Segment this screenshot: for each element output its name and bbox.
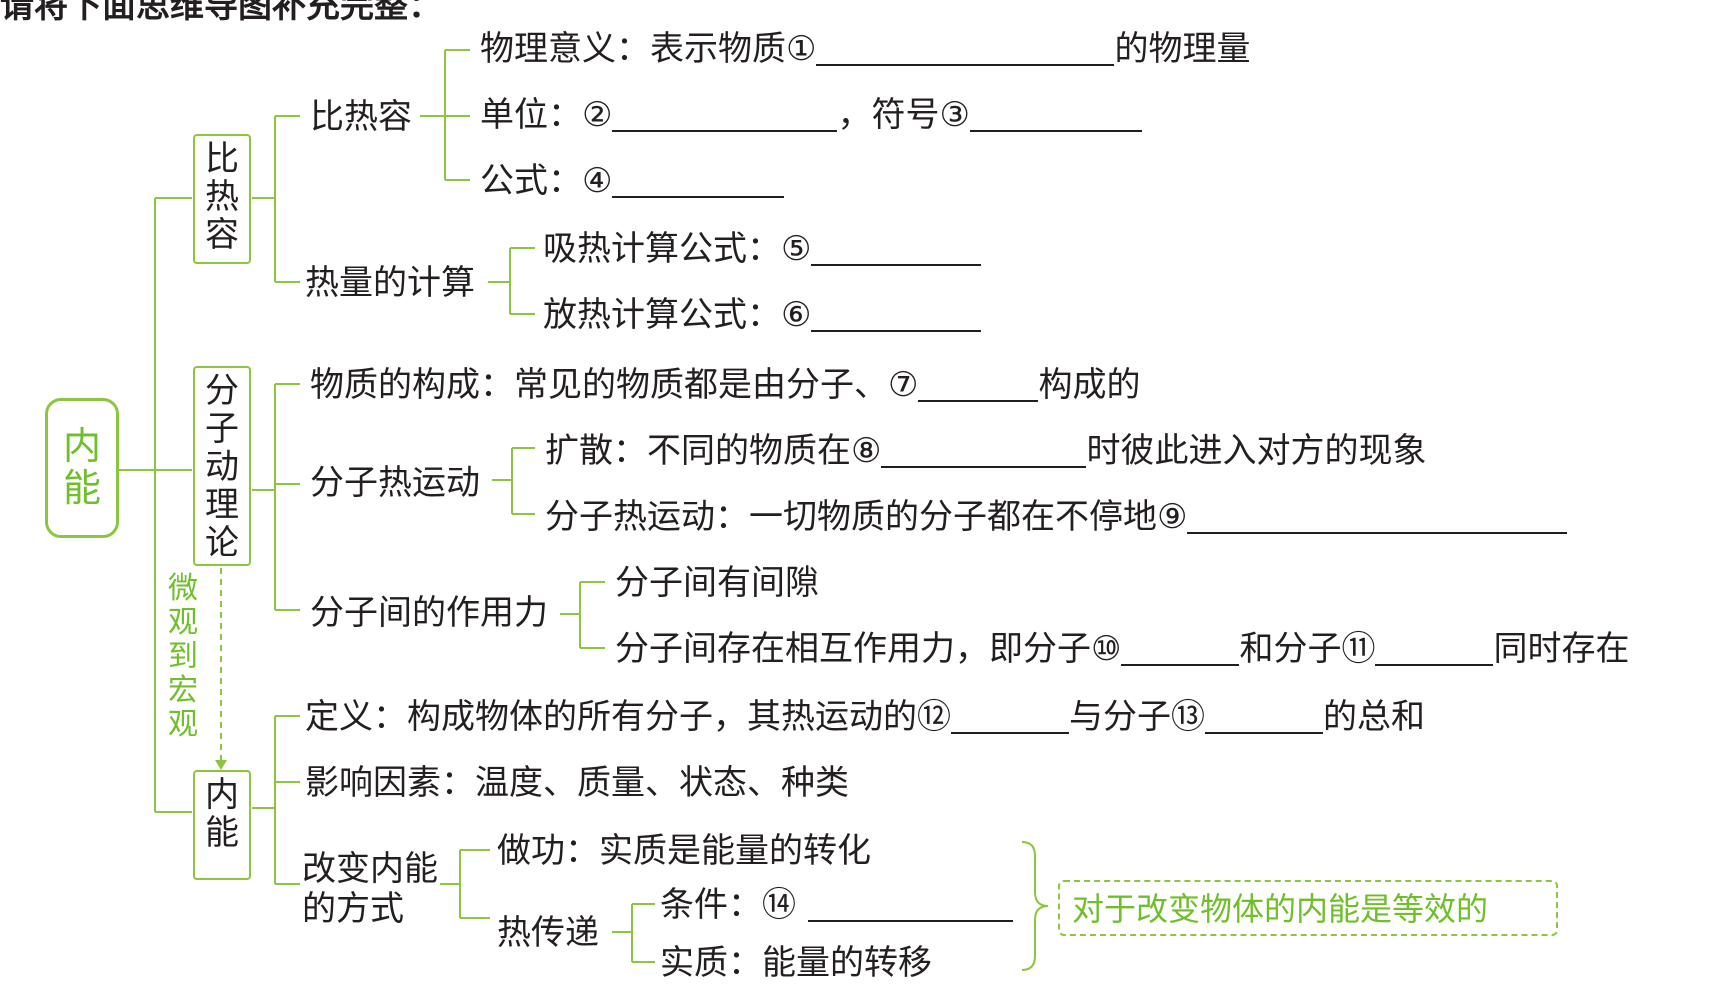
heat-transfer-leaf-bracket (612, 903, 655, 963)
change-leaf-bracket (440, 849, 490, 919)
vertical-char: 比 (205, 139, 239, 179)
motion-leaf-bracket (492, 447, 535, 515)
blank-12[interactable] (951, 702, 1069, 734)
section-label-internal-energy: 内能 (195, 776, 249, 852)
blank-8[interactable] (881, 436, 1087, 468)
leaf-influencing-factors: 影响因素：温度、质量、状态、种类 (305, 763, 849, 803)
vertical-char: 观 (168, 707, 198, 742)
root-label: 内能 (48, 425, 116, 509)
vertical-char: 子 (205, 409, 239, 449)
note-bracket (1021, 841, 1049, 971)
root-node: 内能 (45, 398, 119, 538)
node-heat-transfer: 热传递 (497, 913, 599, 953)
heat-calc-leaf-bracket (488, 247, 535, 315)
root-char: 内 (62, 424, 101, 468)
vertical-char: 到 (168, 639, 198, 674)
blank-9[interactable] (1187, 502, 1568, 534)
leaf-formula: 公式：④ (480, 164, 785, 198)
blank-2[interactable] (612, 100, 838, 132)
leaf-doing-work: 做功：实质是能量的转化 (497, 831, 871, 871)
vertical-char: 宏 (168, 673, 198, 708)
blank-4[interactable] (612, 166, 785, 198)
blank-1[interactable] (816, 34, 1115, 66)
section-label-molecular-theory: 分子动理论 (195, 372, 249, 562)
root-char: 能 (62, 466, 101, 510)
vertical-char: 观 (168, 605, 198, 640)
node-change-methods-line1: 改变内能 (302, 849, 438, 889)
blank-14[interactable] (808, 890, 1013, 922)
vertical-char: 动 (205, 447, 239, 487)
node-intermolecular-force: 分子间的作用力 (310, 593, 548, 633)
header-text: 请将下面思维导图补充完整： (0, 0, 442, 26)
section-box-specific-heat: 比热容 (193, 134, 251, 264)
leaf-molecular-gap: 分子间有间隙 (615, 563, 819, 603)
micro-to-macro-label: 微观到宏观 (163, 572, 203, 742)
specific-heat-bracket (274, 115, 300, 283)
vertical-char: 分 (205, 371, 239, 411)
node-thermal-motion: 分子热运动 (310, 463, 480, 503)
molecular-bracket (274, 383, 300, 611)
vertical-char: 微 (168, 571, 198, 606)
blank-10[interactable] (1121, 634, 1240, 666)
internal-bracket (274, 715, 300, 885)
leaf-absorb-formula: 吸热计算公式：⑤ (543, 232, 982, 266)
leaf-unit-symbol: 单位：②，符号③ (480, 98, 1142, 132)
vertical-char: 热 (205, 177, 239, 217)
micro-macro-arrowhead (215, 760, 227, 770)
leaf-condition: 条件：⑭ (660, 888, 1013, 922)
leaf-release-formula: 放热计算公式：⑥ (543, 298, 982, 332)
specific-heat-leaf-bracket (420, 49, 470, 181)
blank-5[interactable] (811, 234, 982, 266)
blank-6[interactable] (811, 300, 982, 332)
node-specific-heat: 比热容 (310, 97, 412, 137)
node-heat-calculation: 热量的计算 (305, 263, 475, 303)
blank-7[interactable] (918, 370, 1039, 402)
vertical-char: 容 (205, 215, 239, 255)
node-change-methods-line2: 的方式 (302, 889, 404, 929)
section-label-specific-heat: 比热容 (195, 140, 249, 254)
force-leaf-bracket (560, 581, 605, 649)
blank-11[interactable] (1375, 634, 1494, 666)
section-box-molecular-theory: 分子动理论 (193, 366, 251, 566)
blank-13[interactable] (1205, 702, 1323, 734)
vertical-char: 能 (205, 813, 239, 853)
leaf-essence: 实质：能量的转移 (660, 943, 932, 983)
vertical-char: 论 (205, 523, 239, 563)
equivalent-note: 对于改变物体的内能是等效的 (1058, 880, 1558, 936)
leaf-thermal-motion: 分子热运动：一切物质的分子都在不停地⑨ (545, 500, 1568, 534)
vertical-char: 理 (205, 485, 239, 525)
section-box-internal-energy: 内能 (193, 770, 251, 880)
vertical-char: 内 (205, 775, 239, 815)
blank-3[interactable] (969, 100, 1142, 132)
